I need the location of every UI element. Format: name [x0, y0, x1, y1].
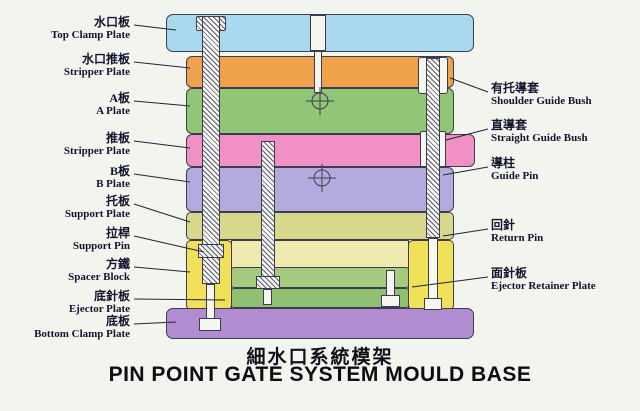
label-cn: 托板 — [105, 194, 130, 208]
label-top-clamp-plate: 水口板 Top Clamp Plate — [2, 15, 130, 42]
label-cn: 拉桿 — [105, 226, 130, 240]
label-straight-guide-bush: 直導套 Straight Guide Bush — [491, 118, 639, 145]
label-guide-pin: 導柱 Guide Pin — [491, 156, 639, 183]
label-cn: 直導套 — [491, 118, 528, 132]
label-cn: 底板 — [105, 314, 130, 328]
ejector-plate-shape — [231, 288, 409, 308]
label-shoulder-guide-bush: 有托導套 Shoulder Guide Bush — [491, 81, 639, 108]
label-en: Top Clamp Plate — [50, 29, 130, 42]
label-cn: 面針板 — [491, 266, 528, 280]
label-en: A Plate — [96, 105, 130, 118]
leader-shoulder-bush — [449, 77, 489, 93]
label-ejector-retainer-plate: 面針板 Ejector Retainer Plate — [491, 266, 639, 293]
sprue-bush-shape — [310, 15, 326, 51]
label-return-pin: 回針 Return Pin — [491, 218, 639, 245]
label-cn: A板 — [109, 91, 130, 105]
ejector-screw-shaft-shape — [386, 270, 395, 298]
label-en: Support Pin — [72, 240, 130, 253]
label-en: Shoulder Guide Bush — [491, 95, 592, 108]
guide-pin-shape — [426, 58, 440, 238]
leader-b-plate — [133, 173, 191, 183]
label-spacer-block: 方鐵 Spacer Block — [2, 257, 130, 284]
return-pin-head-shape — [424, 298, 442, 310]
return-pin-shape — [428, 238, 438, 300]
center-pin-shaft-shape — [261, 141, 275, 279]
support-pin-shaft-shape — [202, 16, 220, 284]
label-cn: 回針 — [491, 218, 516, 232]
label-cn: 導柱 — [491, 156, 516, 170]
label-stripper-plate-upper: 水口推板 Stripper Plate — [2, 52, 130, 79]
clamp-screw-left-shaft-shape — [206, 284, 215, 320]
label-en: Return Pin — [491, 232, 544, 245]
label-en: Ejector Retainer Plate — [491, 280, 596, 293]
center-pin-tail-shape — [263, 289, 272, 305]
label-a-plate: A板 A Plate — [2, 91, 130, 118]
label-en: Guide Pin — [491, 170, 539, 183]
support-pin-collar-shape — [198, 244, 224, 258]
label-en: Bottom Clamp Plate — [34, 328, 130, 341]
ejector-screw-head-shape — [381, 295, 400, 307]
label-cn: 水口板 — [93, 15, 130, 29]
label-cn: 水口推板 — [81, 52, 130, 66]
label-en: Straight Guide Bush — [491, 132, 588, 145]
support-plate-shape — [186, 212, 454, 240]
label-en: B Plate — [96, 178, 130, 191]
label-en: Stripper Plate — [63, 145, 130, 158]
label-cn: 有托導套 — [491, 81, 540, 95]
center-pin-head-shape — [256, 276, 280, 289]
leader-stripper-lower — [133, 140, 191, 149]
label-en: Ejector Plate — [68, 303, 130, 316]
label-cn: 推板 — [105, 131, 130, 145]
label-ejector-plate: 底針板 Ejector Plate — [2, 289, 130, 316]
label-en: Stripper Plate — [63, 66, 130, 79]
diagram-title-english: PIN POINT GATE SYSTEM MOULD BASE — [108, 363, 532, 386]
label-cn: 方鐵 — [105, 257, 130, 271]
leader-spacer-block — [133, 266, 191, 273]
label-stripper-plate-lower: 推板 Stripper Plate — [2, 131, 130, 158]
label-support-pin: 拉桿 Support Pin — [2, 226, 130, 253]
a-plate-shape — [186, 88, 454, 134]
sprue-channel-shape — [314, 51, 322, 93]
b-plate-shape — [186, 167, 454, 212]
leader-stripper-upper — [133, 61, 191, 69]
label-cn: 底針板 — [93, 289, 130, 303]
label-bottom-clamp-plate: 底板 Bottom Clamp Plate — [2, 314, 130, 341]
leader-support-plate — [133, 203, 191, 223]
label-en: Support Plate — [64, 208, 130, 221]
label-b-plate: B板 B Plate — [2, 164, 130, 191]
clamp-screw-left-head-shape — [199, 318, 221, 331]
diagram-title-chinese: 細水口系統模架 — [246, 347, 394, 368]
label-en: Spacer Block — [68, 271, 130, 284]
label-support-plate: 托板 Support Plate — [2, 194, 130, 221]
label-cn: B板 — [109, 164, 130, 178]
leader-a-plate — [133, 100, 191, 107]
